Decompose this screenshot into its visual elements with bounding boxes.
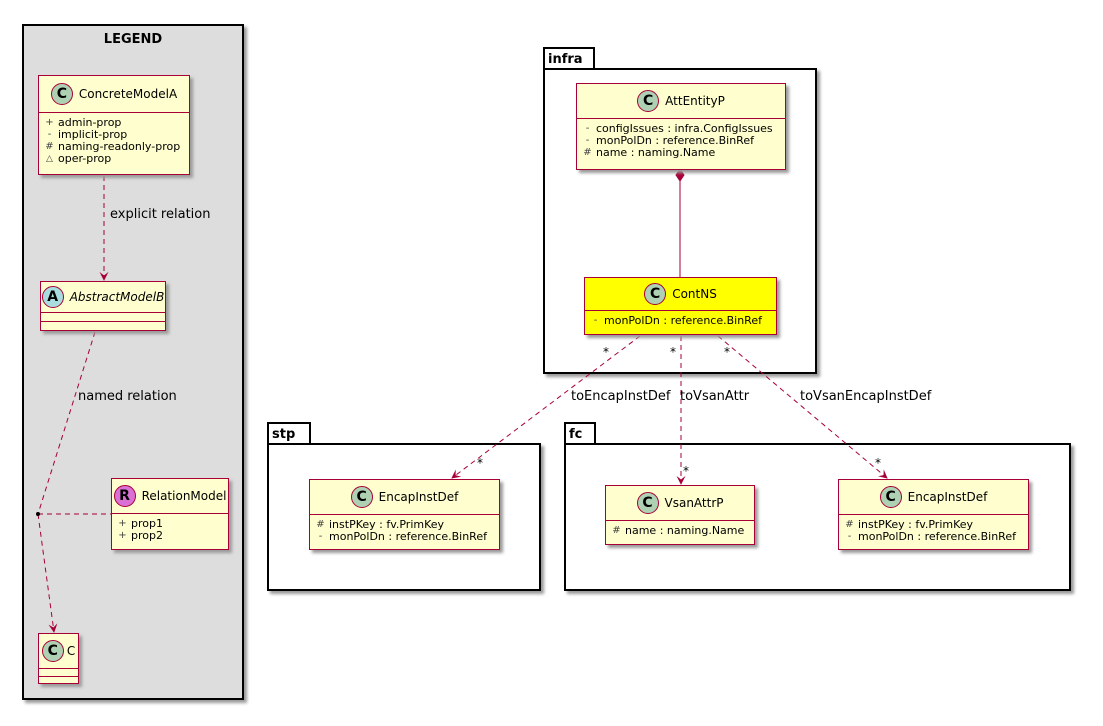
class-name: ContNS	[672, 287, 717, 301]
private-visibility-icon: -	[593, 315, 598, 326]
public-visibility-icon: +	[45, 117, 54, 128]
class-name: ConcreteModelA	[78, 87, 178, 101]
relation-junction-dot	[36, 512, 40, 516]
multiplicity-source: *	[724, 345, 730, 359]
attribute-row: + admin-prop	[45, 117, 183, 129]
protected-visibility-icon: #	[45, 141, 54, 152]
class-icon: C	[350, 486, 373, 508]
attribute-row: + prop1	[118, 518, 222, 530]
attribute-row: # instPKey : fv.PrimKey	[845, 519, 1022, 531]
attribute-row: # name : naming.Name	[612, 525, 748, 537]
class-icon: C	[879, 486, 902, 508]
relation-label-to-vsan-encap-inst-def: toVsanEncapInstDef	[800, 389, 932, 404]
class-icon: C	[636, 492, 659, 514]
class-relation-model[interactable]: R RelationModel + prop1 + prop2	[111, 478, 229, 550]
multiplicity-source: *	[670, 345, 676, 359]
attribute-text: oper-prop	[58, 152, 112, 165]
relation-label-to-encap-inst-def: toEncapInstDef	[571, 389, 671, 404]
attribute-row: -monPolDn : reference.BinRef	[845, 531, 1022, 543]
attribute-row: -implicit-prop	[45, 129, 183, 141]
legend-title: LEGEND	[103, 32, 163, 47]
class-vsan-attr-p[interactable]: C VsanAttrP # name : naming.Name	[605, 485, 755, 545]
edge-to-vsan-encap-inst-def	[717, 335, 888, 479]
attribute-text: monPolDn : reference.BinRef	[596, 134, 754, 147]
named-relation-edge	[37, 331, 96, 515]
attribute-text: name : naming.Name	[596, 146, 716, 159]
attribute-row: # naming-readonly-prop	[45, 141, 183, 153]
class-name: EncapInstDef	[907, 490, 988, 504]
attribute-text: instPKey : fv.PrimKey	[329, 518, 445, 531]
relation-class-icon: R	[113, 485, 136, 507]
package-visibility-icon: △	[46, 154, 53, 164]
attribute-row: # name : naming.Name	[583, 147, 779, 159]
protected-visibility-icon: #	[612, 525, 621, 536]
class-att-entity-p[interactable]: C AttEntityP -configIssues : infra.Confi…	[576, 83, 786, 170]
multiplicity-source: *	[603, 345, 609, 359]
package-infra-name: infra	[548, 52, 583, 67]
attribute-row: -monPolDn : reference.BinRef	[316, 531, 493, 543]
private-visibility-icon: -	[585, 135, 590, 146]
class-name: VsanAttrP	[664, 496, 724, 510]
class-icon: C	[644, 283, 667, 305]
attribute-text: admin-prop	[58, 116, 122, 129]
attribute-row: -configIssues : infra.ConfigIssues	[583, 123, 779, 135]
attribute-row: △ oper-prop	[45, 153, 183, 165]
package-stp-name: stp	[272, 427, 296, 442]
attribute-text: monPolDn : reference.BinRef	[604, 314, 762, 327]
class-name: RelationModel	[141, 489, 227, 503]
abstract-class-icon: A	[41, 286, 64, 308]
class-name: EncapInstDef	[378, 490, 459, 504]
attribute-text: name : naming.Name	[625, 524, 745, 537]
package-fc-name: fc	[569, 427, 583, 442]
multiplicity-target: *	[683, 464, 689, 478]
attribute-text: configIssues : infra.ConfigIssues	[596, 122, 773, 135]
edge-to-encap-inst-def	[451, 335, 641, 479]
class-concrete-model-a[interactable]: C ConcreteModelA + admin-prop -implicit-p…	[38, 75, 190, 175]
protected-visibility-icon: #	[316, 519, 325, 530]
private-visibility-icon: -	[585, 123, 590, 134]
attribute-text: implicit-prop	[58, 128, 128, 141]
public-visibility-icon: +	[118, 518, 127, 529]
private-visibility-icon: -	[847, 531, 852, 542]
attribute-text: prop2	[131, 529, 163, 542]
class-icon: C	[50, 83, 73, 105]
explicit-relation-label: explicit relation	[110, 207, 211, 222]
attribute-text: naming-readonly-prop	[58, 140, 181, 153]
class-fc-encap-inst-def[interactable]: C EncapInstDef # instPKey : fv.PrimKey -m…	[838, 479, 1029, 550]
attribute-text: prop1	[131, 517, 163, 530]
named-relation-target-edge	[37, 513, 58, 633]
class-name: AbstractModelB	[69, 290, 165, 304]
attribute-text: monPolDn : reference.BinRef	[329, 530, 487, 543]
protected-visibility-icon: #	[583, 147, 592, 158]
attribute-row: -monPolDn : reference.BinRef	[583, 135, 779, 147]
class-cont-ns[interactable]: C ContNS -monPolDn : reference.BinRef	[584, 277, 777, 335]
relation-label-to-vsan-attr: toVsanAttr	[680, 389, 750, 404]
attribute-text: monPolDn : reference.BinRef	[858, 530, 1016, 543]
package-stp-tab: stp	[267, 422, 311, 443]
composition-diamond	[675, 168, 685, 182]
attribute-row: + prop2	[118, 530, 222, 542]
multiplicity-target: *	[477, 456, 483, 470]
class-name: C	[66, 644, 76, 658]
multiplicity-target: *	[875, 456, 881, 470]
attribute-text: instPKey : fv.PrimKey	[858, 518, 974, 531]
private-visibility-icon: -	[47, 129, 52, 140]
class-name: AttEntityP	[665, 94, 725, 108]
protected-visibility-icon: #	[845, 519, 854, 530]
class-icon: C	[41, 640, 64, 662]
private-visibility-icon: -	[318, 531, 323, 542]
package-fc-tab: fc	[564, 422, 596, 443]
named-relation-label: named relation	[78, 389, 177, 404]
class-icon: C	[637, 90, 660, 112]
class-stp-encap-inst-def[interactable]: C EncapInstDef # instPKey : fv.PrimKey -m…	[309, 479, 500, 550]
class-abstract-model-b[interactable]: A AbstractModelB	[40, 281, 166, 331]
attribute-row: # instPKey : fv.PrimKey	[316, 519, 493, 531]
package-infra-tab: infra	[543, 47, 595, 68]
class-c[interactable]: C C	[38, 633, 79, 684]
public-visibility-icon: +	[118, 530, 127, 541]
attribute-row: -monPolDn : reference.BinRef	[591, 315, 770, 327]
